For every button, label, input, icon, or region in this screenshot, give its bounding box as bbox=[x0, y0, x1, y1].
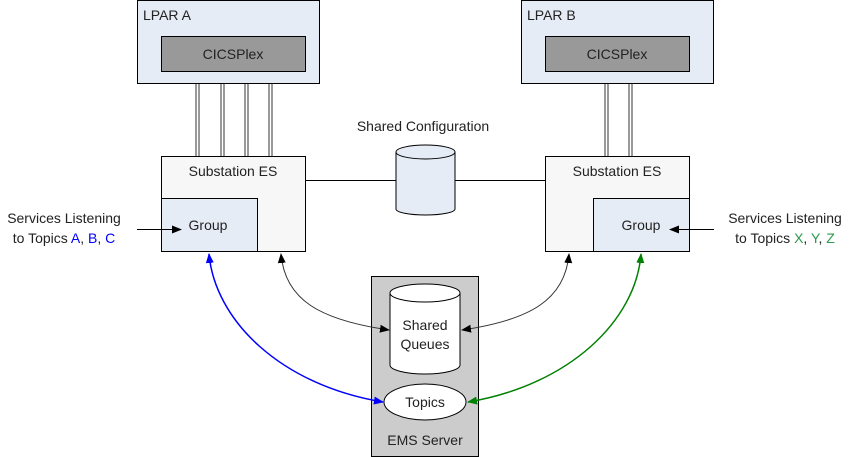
lpar-a-connectors bbox=[195, 84, 273, 157]
left-services: Services Listening to Topics A, B, C bbox=[7, 210, 182, 246]
cicsplex-a-label: CICSPlex bbox=[203, 46, 264, 62]
cicsplex-b bbox=[545, 36, 690, 72]
topics-node bbox=[383, 383, 467, 421]
cicsplex-a bbox=[161, 36, 306, 72]
group-a-topics-arrow bbox=[205, 253, 384, 405]
lpar-b-connectors bbox=[604, 84, 633, 157]
substation-a-title: Substation ES bbox=[189, 163, 278, 179]
shared-configuration-label: Shared Configuration bbox=[357, 118, 489, 134]
shared-queues-label-2: Queues bbox=[400, 336, 449, 352]
topic-z: Z bbox=[826, 230, 835, 246]
lpar-a: LPAR A CICSPlex bbox=[137, 0, 320, 84]
lpar-b-title: LPAR B bbox=[527, 7, 576, 23]
left-services-prefix: to Topics bbox=[13, 230, 71, 246]
right-services-line2: to Topics X, Y, Z bbox=[735, 230, 835, 246]
group-b-label: Group bbox=[622, 217, 661, 233]
topic-a: A bbox=[71, 230, 81, 246]
comma: , bbox=[80, 230, 88, 246]
shared-configuration-db-icon bbox=[395, 144, 456, 216]
left-services-line1: Services Listening bbox=[7, 210, 121, 226]
right-services-line1: Services Listening bbox=[728, 210, 842, 226]
group-a-label: Group bbox=[189, 217, 228, 233]
topic-b: B bbox=[88, 230, 97, 246]
group-a bbox=[161, 198, 258, 252]
ems-server-label: EMS Server bbox=[387, 432, 463, 448]
substation-b: Substation ES Group bbox=[545, 156, 690, 252]
right-services-prefix: to Topics bbox=[735, 230, 794, 246]
right-services: Services Listening to Topics X, Y, Z bbox=[669, 210, 842, 246]
comma: , bbox=[803, 230, 811, 246]
topic-x: X bbox=[794, 230, 804, 246]
cicsplex-b-label: CICSPlex bbox=[587, 46, 648, 62]
group-b-topics-arrow bbox=[467, 253, 645, 405]
shared-queues-label-1: Shared bbox=[402, 317, 447, 333]
shared-queues-db-icon bbox=[389, 283, 461, 375]
ems-server: Shared Queues Topics EMS Server bbox=[371, 276, 479, 457]
topics-label: Topics bbox=[405, 394, 445, 410]
lpar-a-title: LPAR A bbox=[143, 7, 192, 23]
topic-y: Y bbox=[811, 230, 821, 246]
group-b bbox=[593, 198, 690, 252]
topic-c: C bbox=[105, 230, 115, 246]
lpar-b: LPAR B CICSPlex bbox=[521, 0, 714, 84]
left-services-line2: to Topics A, B, C bbox=[13, 230, 116, 246]
comma: , bbox=[97, 230, 105, 246]
comma: , bbox=[818, 230, 826, 246]
substation-a: Substation ES Group bbox=[161, 156, 306, 252]
substation-b-title: Substation ES bbox=[573, 163, 662, 179]
